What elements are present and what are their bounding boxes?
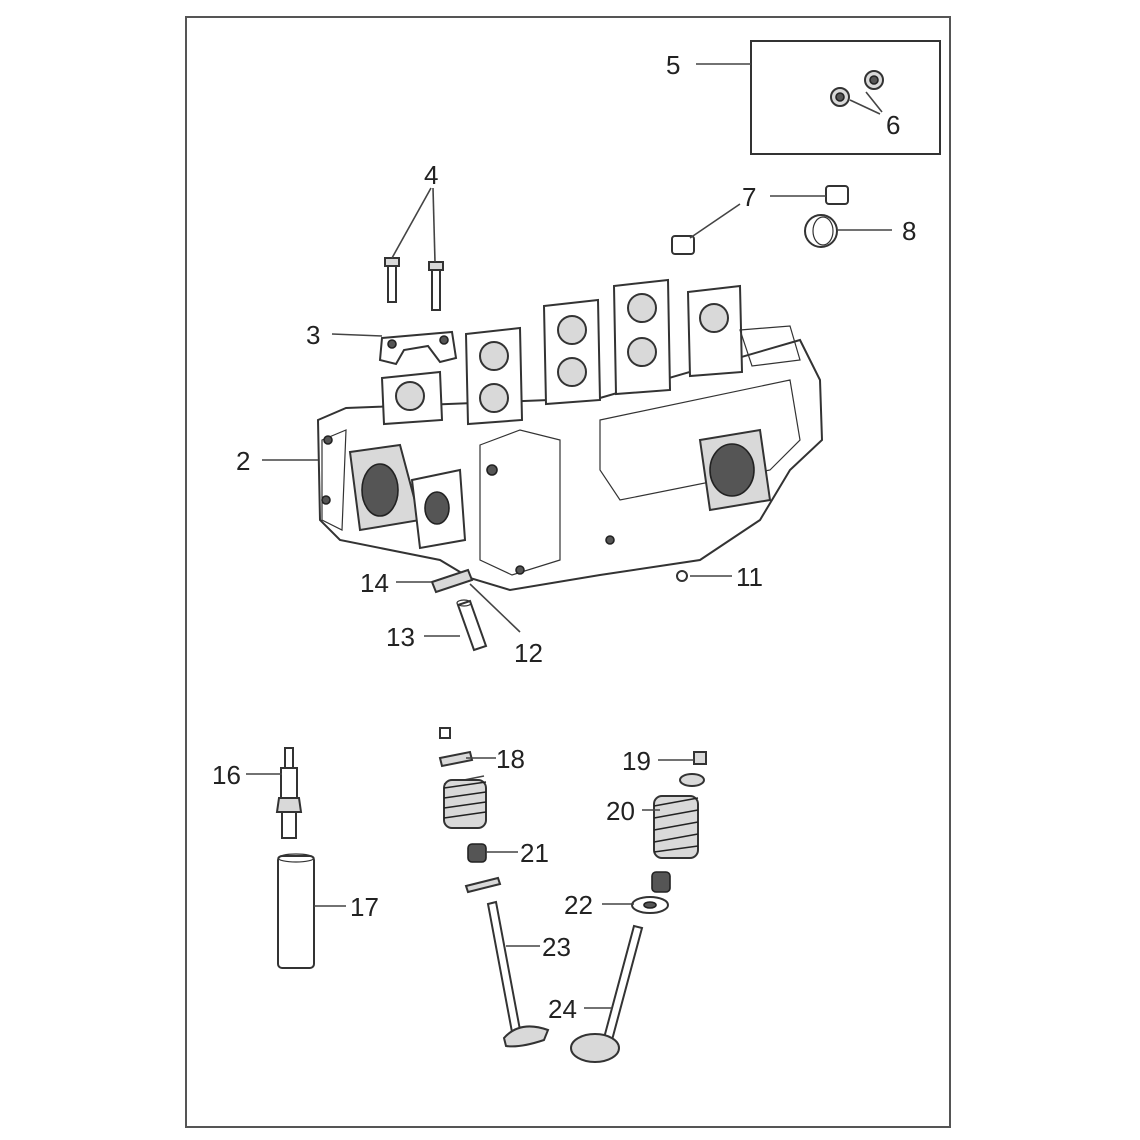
diagram-frame: [185, 16, 951, 1128]
callout-7: 7: [742, 182, 756, 212]
cap-bolts: [384, 257, 444, 311]
callout-18: 18: [496, 744, 525, 774]
callout-2: 2: [236, 446, 250, 476]
callout-20: 20: [606, 796, 635, 826]
callout-21: 21: [520, 838, 549, 868]
callout-12: 12: [514, 638, 543, 668]
callout-5: 5: [666, 50, 680, 80]
callout-13: 13: [386, 622, 415, 652]
tube: [456, 599, 488, 652]
dowel-ring: [676, 570, 688, 582]
cam-plug-large: [804, 214, 838, 248]
valve-assembly-right: [570, 751, 707, 1063]
callout-22: 22: [564, 890, 593, 920]
plug-tube: [277, 853, 315, 969]
callout-24: 24: [548, 994, 577, 1024]
callout-17: 17: [350, 892, 379, 922]
callout-23: 23: [542, 932, 571, 962]
callout-19: 19: [622, 746, 651, 776]
leader-lines: [246, 63, 892, 1009]
tube-seal: [430, 568, 474, 594]
nut-pair: [830, 70, 884, 107]
callout-3: 3: [306, 320, 320, 350]
cam-plug-small: [671, 185, 849, 255]
inset-box-5: [750, 40, 941, 155]
bearing-cap: [378, 330, 458, 366]
callout-labels: 2 3 4 5 6 7 8 11 12 13 14 16 17 18 19 20…: [212, 50, 916, 1024]
valve-assembly-left: [438, 727, 550, 1048]
cylinder-head: [316, 278, 824, 592]
spark-plug: [275, 747, 303, 839]
callout-11: 11: [736, 562, 763, 592]
callout-14: 14: [360, 568, 389, 598]
callout-16: 16: [212, 760, 241, 790]
callout-8: 8: [902, 216, 916, 246]
callout-6: 6: [886, 110, 900, 140]
callout-4: 4: [424, 160, 438, 190]
